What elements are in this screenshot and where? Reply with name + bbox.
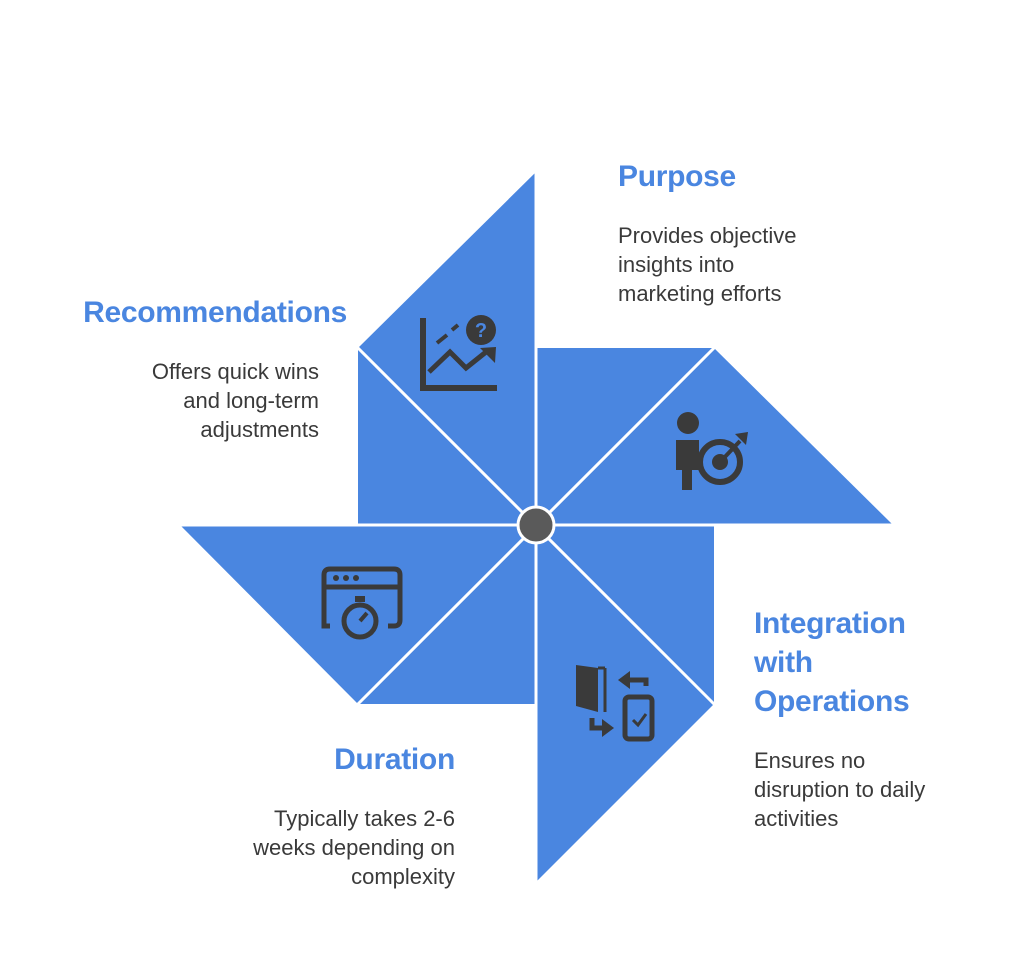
purpose-desc-line: marketing efforts (618, 281, 782, 306)
duration-desc-line: Typically takes 2-6 (274, 806, 455, 831)
purpose-description: Provides objective insights into marketi… (618, 221, 797, 308)
recommendations-desc-line: Offers quick wins (151, 359, 319, 384)
duration-desc-line: complexity (351, 864, 455, 889)
integration-desc-line: Ensures no (754, 748, 866, 773)
recommendations-title: Recommendations (83, 296, 347, 329)
purpose-desc-line: Provides objective (618, 223, 797, 248)
integration-description: Ensures no disruption to daily activitie… (754, 746, 925, 833)
integration-desc-line: activities (754, 806, 839, 831)
door-phone-exchange-icon (576, 665, 655, 742)
target-person-icon (676, 412, 748, 490)
recommendations-desc-line: and long-term (183, 388, 319, 413)
hub-circle (516, 505, 556, 545)
browser-stopwatch-icon (321, 566, 403, 640)
blade-top (358, 172, 536, 525)
integration-desc-line: disruption to daily (754, 777, 926, 802)
integration-title-line: with (754, 646, 813, 679)
purpose-desc-line: insights into (618, 252, 735, 277)
purpose-title: Purpose (618, 160, 736, 193)
recommendations-description: Offers quick wins and long-term adjustme… (40, 357, 319, 444)
blade-left (180, 525, 536, 704)
duration-title: Duration (334, 743, 455, 776)
integration-title: Integration with Operations (754, 604, 910, 721)
svg-text:?: ? (475, 320, 487, 342)
duration-desc-line: weeks depending on (253, 835, 455, 860)
integration-title-line: Operations (754, 685, 910, 718)
duration-description: Typically takes 2-6 weeks depending on c… (200, 804, 455, 891)
blade-right (536, 348, 893, 525)
recommendations-desc-line: adjustments (200, 417, 319, 442)
integration-title-line: Integration (754, 607, 906, 640)
chart-question-icon: ? (420, 315, 497, 391)
